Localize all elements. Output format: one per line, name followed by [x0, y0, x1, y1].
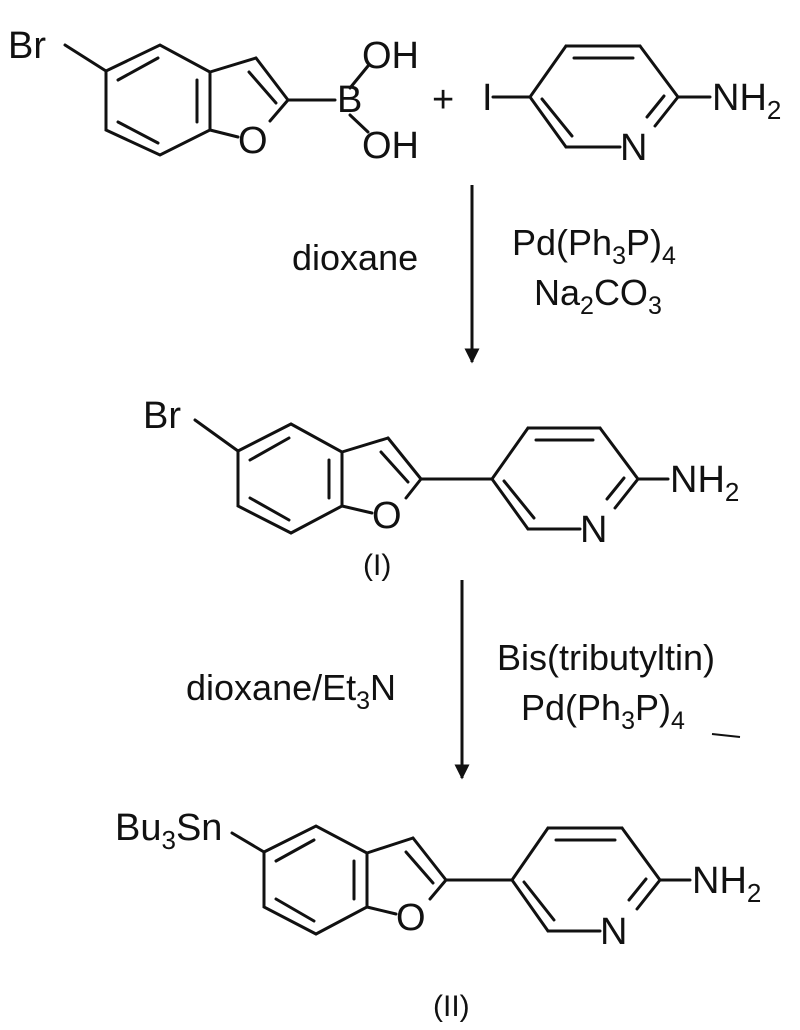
product2-bonds — [230, 824, 692, 936]
product2-amine-label: NH2 — [692, 860, 761, 908]
plus-sign: + — [432, 79, 454, 121]
product-II-structure: Bu3Sn O N NH2 (II) — [115, 807, 761, 1023]
reactant1-furan-oxygen-label: O — [238, 120, 268, 162]
reactant2-nitrogen-label: N — [620, 127, 647, 169]
product1-compound-label: (I) — [363, 549, 391, 582]
reactant1-hydroxyl-bottom-label: OH — [362, 125, 419, 167]
reactant2-bonds — [491, 44, 712, 149]
reactant1-bromine-label: Br — [8, 25, 46, 67]
product1-bromine-label: Br — [143, 395, 181, 437]
step2-catalyst-label: Pd(Ph3P)4 — [521, 687, 685, 735]
product-I-structure: Br O N NH2 (I) — [143, 395, 739, 582]
product1-amine-label: NH2 — [670, 459, 739, 507]
reactant1-boron-label: B — [337, 79, 362, 121]
product2-furan-oxygen-label: O — [396, 897, 426, 939]
product2-nitrogen-label: N — [600, 911, 627, 953]
step1-base-label: Na2CO3 — [534, 272, 662, 320]
product2-stannyl-label: Bu3Sn — [115, 807, 222, 855]
product1-nitrogen-label: N — [580, 509, 607, 551]
product2-compound-label: (II) — [433, 990, 470, 1023]
reactant2-iodine-label: I — [482, 77, 493, 119]
scan-artifact-mark — [711, 733, 741, 738]
reactant2-amine-label: NH2 — [712, 77, 781, 125]
step2-tin-reagent-label: Bis(tributyltin) — [497, 637, 715, 678]
product1-bonds — [193, 418, 670, 535]
step1-solvent-label: dioxane — [292, 237, 418, 278]
step2-solvent-label: dioxane/Et3N — [186, 667, 396, 715]
reactant1-bonds — [63, 43, 370, 157]
reactant-aminoiodopyridine: I N NH2 — [482, 44, 781, 169]
step1-catalyst-label: Pd(Ph3P)4 — [512, 222, 676, 270]
reactant1-hydroxyl-top-label: OH — [362, 35, 419, 77]
product1-furan-oxygen-label: O — [372, 495, 402, 537]
reactant-bromobenzofuran-boronic-acid: Br B OH OH O — [8, 25, 419, 167]
